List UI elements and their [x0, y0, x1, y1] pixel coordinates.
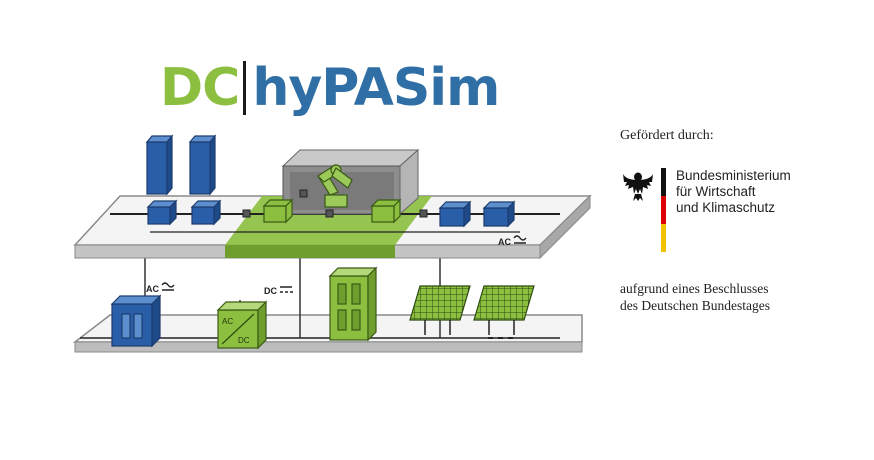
logo-project-text: hyPASim	[252, 58, 500, 118]
dc-bus-label-text: DC	[264, 286, 277, 296]
tall-cabinets	[145, 134, 217, 196]
converter-dc-text: DC	[238, 336, 250, 345]
logo-dc-text: DC	[160, 58, 240, 118]
converter-ac-text: AC	[222, 317, 233, 326]
drive-boxes	[146, 199, 516, 228]
lower-platform	[72, 314, 583, 353]
storage-cabinet	[328, 266, 378, 342]
ministry-line-2: für Wirtschaft	[676, 184, 756, 199]
ac-label-lower: AC	[146, 282, 175, 294]
funding-label: Gefördert durch:	[620, 128, 714, 143]
german-flag-stripe	[661, 168, 666, 252]
ac-label-upper-text: AC	[498, 237, 511, 247]
resolution-line-2: des Deutschen Bundestages	[620, 298, 770, 313]
dc-bus-label: DC	[264, 286, 293, 296]
robot-arm-icon	[317, 164, 353, 208]
power-system-diagram: AC AC DC AC DC	[72, 134, 592, 353]
federal-eagle-icon	[623, 172, 653, 201]
cabinet-1	[145, 134, 174, 196]
solar-panel-icon	[409, 285, 471, 335]
transformer-icon	[110, 294, 162, 348]
ac-label-lower-text: AC	[146, 284, 159, 294]
ac-label-upper: AC	[498, 235, 527, 247]
bundestag-resolution: aufgrund eines Beschlusses des Deutschen…	[620, 280, 870, 314]
logo-divider	[243, 61, 247, 115]
solar-panel-icon-2	[473, 285, 535, 335]
cabinet-2	[188, 134, 217, 196]
ministry-name: Bundesministerium für Wirtschaft und Kli…	[676, 168, 866, 216]
bus-nodes	[242, 189, 428, 218]
ministry-line-1: Bundesministerium	[676, 168, 791, 183]
ministry-line-3: und Klimaschutz	[676, 200, 776, 215]
resolution-line-1: aufgrund eines Beschlusses	[620, 281, 769, 296]
ac-dc-converter: AC DC	[216, 300, 268, 350]
upper-converters	[262, 198, 402, 224]
